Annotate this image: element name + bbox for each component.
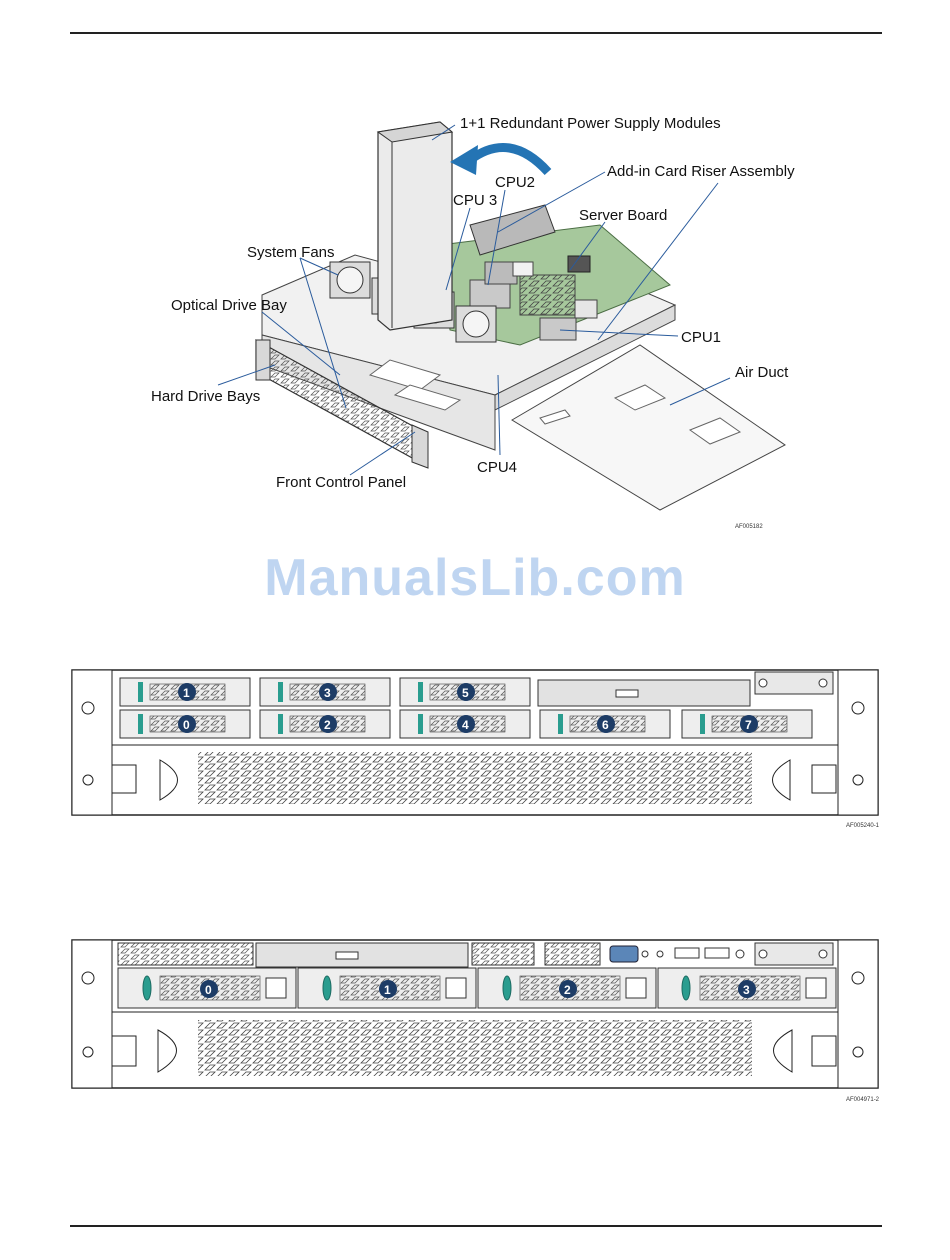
rack-screw-left-lower [83,1047,93,1057]
bay-label: 4 [462,718,469,732]
reset-button [819,679,827,687]
board-component-2 [513,262,533,276]
power-supply-modules [378,122,452,330]
label-system-fans: System Fans [247,244,335,261]
nmi-button [657,951,663,957]
usb-port [705,948,729,958]
figure2-code: AF005240-1 [846,823,880,829]
label-optical-drive-bay: Optical Drive Bay [171,297,287,314]
rotation-arrow [470,148,548,173]
power-button [759,950,767,958]
left-rack-ear [72,940,112,1088]
bezel-latch-right [812,1036,836,1066]
rack-screw-right [852,972,864,984]
chassis-isometric-figure: 1+1 Redundant Power Supply Modules Add-i… [151,115,795,530]
top-vent-right [545,943,600,965]
label-server-board: Server Board [579,207,667,224]
front-panel-4-drive: 0 1 2 3 AF004971-2 [72,940,880,1103]
board-component [575,300,597,318]
optical-eject [336,952,358,959]
usb-port [675,948,699,958]
id-led [642,951,648,957]
front-panel-8-drive: 1 3 5 0 2 4 6 7 AF005240-1 [72,670,880,829]
rack-screw-left-lower [83,775,93,785]
bay-label: 3 [743,983,750,997]
rotation-arrow-head [450,145,478,175]
watermark: ManualsLib.com [0,548,950,608]
rack-screw-left [82,972,94,984]
bay-label: 7 [745,718,752,732]
bezel-latch-left [112,1036,136,1066]
bay-label: 1 [183,686,190,700]
left-rack-ear [72,670,112,815]
bay-label: 6 [602,718,609,732]
optical-drive [256,943,468,967]
power-button [759,679,767,687]
label-front-control-panel: Front Control Panel [276,474,406,491]
bay-label: 3 [324,686,331,700]
video-port [610,946,638,962]
label-hard-drive-bays: Hard Drive Bays [151,388,260,405]
heatsink-cpu-1 [540,318,576,340]
front-button [736,950,744,958]
label-cpu4: CPU4 [477,459,517,476]
label-power-supply-modules: 1+1 Redundant Power Supply Modules [460,115,721,132]
label-cpu3: CPU 3 [453,192,497,209]
figure3-code: AF004971-2 [846,1097,880,1103]
bay-label: 0 [183,718,190,732]
rack-screw-right-lower [853,1047,863,1057]
reset-button [819,950,827,958]
bay-label: 1 [384,983,391,997]
bay-label: 2 [324,718,331,732]
optical-eject [616,690,638,697]
figure1-code: AF005182 [735,524,763,530]
bezel-handle-left [256,340,270,380]
label-cpu1: CPU1 [681,329,721,346]
label-air-duct: Air Duct [735,364,789,381]
label-riser-assembly: Add-in Card Riser Assembly [607,163,795,180]
rack-screw-right [852,702,864,714]
label-cpu2: CPU2 [495,174,535,191]
bay-label: 0 [205,983,212,997]
top-vent-left [118,943,253,965]
rack-screw-left [82,702,94,714]
optical-drive [538,680,750,706]
bezel-vent-grille [198,752,752,804]
top-vent-mid [472,943,534,965]
bezel-latch-left [112,765,136,793]
bezel-vent-grille [198,1020,752,1076]
dimm-bank [520,275,575,315]
right-rack-ear [838,940,878,1088]
rack-screw-right-lower [853,775,863,785]
right-rack-ear [838,670,878,815]
bay-label: 5 [462,686,469,700]
bezel-latch-right [812,765,836,793]
bay-label: 2 [564,983,571,997]
bezel-handle-right [412,425,428,468]
